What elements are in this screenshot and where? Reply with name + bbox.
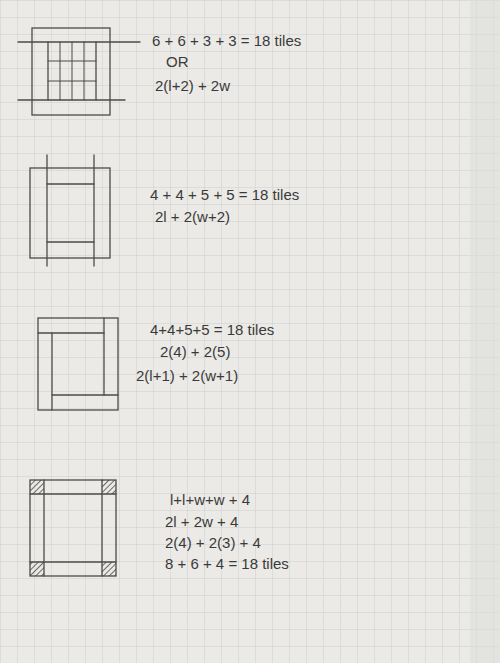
- row-line: [30, 561, 116, 562]
- column-line: [93, 155, 94, 266]
- column-line: [43, 480, 44, 576]
- handwritten-equation: OR: [166, 53, 189, 71]
- outer-border: [38, 318, 118, 410]
- corner-tile: [102, 562, 116, 576]
- handwritten-equation: 4 + 4 + 5 + 5 = 18 tiles: [150, 186, 299, 204]
- tile-line: [48, 81, 96, 82]
- row-line: [18, 41, 140, 42]
- handwritten-equation: 2l + 2(w+2): [155, 208, 230, 226]
- row-line: [47, 241, 94, 242]
- column-line: [101, 480, 102, 576]
- corner-tile: [30, 480, 44, 494]
- tile-line: [84, 42, 85, 100]
- handwritten-equation: 2(4) + 2(3) + 4: [165, 534, 261, 552]
- column-line: [46, 155, 47, 266]
- figure-four: [30, 480, 116, 576]
- handwritten-equation: 6 + 6 + 3 + 3 = 18 tiles: [152, 32, 301, 50]
- handwritten-equation: l+l+w+w + 4: [170, 491, 250, 509]
- strip-line: [52, 394, 118, 395]
- row-line: [30, 493, 116, 494]
- tile-line: [72, 42, 73, 100]
- figure-one: [18, 28, 140, 115]
- strip-line: [103, 318, 104, 395]
- handwritten-equation: 2(l+2) + 2w: [155, 77, 230, 95]
- handwritten-equation: 8 + 6 + 4 = 18 tiles: [165, 555, 289, 573]
- strip-line: [51, 333, 52, 410]
- tile-line: [48, 61, 96, 62]
- figure-three: [38, 318, 118, 410]
- paper-shadow: [470, 0, 500, 663]
- row-line: [47, 183, 94, 184]
- handwritten-equation: 4+4+5+5 = 18 tiles: [150, 321, 274, 339]
- tile-line: [60, 42, 61, 100]
- outer-border: [32, 28, 110, 115]
- outer-border: [30, 168, 110, 258]
- handwritten-equation: 2(4) + 2(5): [160, 343, 230, 361]
- outer-border: [30, 480, 116, 576]
- column-line: [47, 42, 48, 100]
- corner-tile: [102, 480, 116, 494]
- strip-line: [38, 332, 104, 333]
- handwritten-equation: 2l + 2w + 4: [165, 513, 238, 531]
- column-line: [95, 42, 96, 100]
- handwritten-equation: 2(l+1) + 2(w+1): [136, 367, 238, 385]
- figure-two: [30, 155, 110, 266]
- corner-tile: [30, 562, 44, 576]
